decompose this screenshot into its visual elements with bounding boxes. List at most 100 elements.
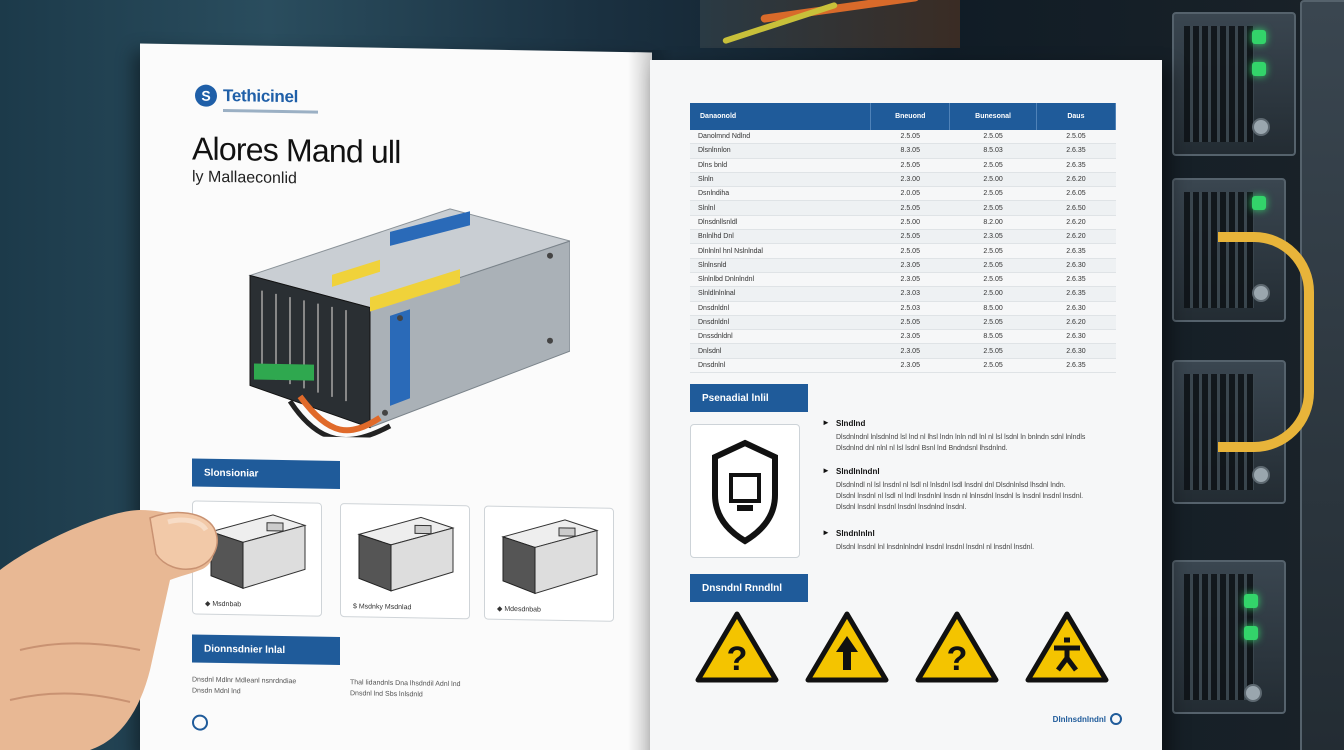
note-heading: Slndlnlndnl	[836, 467, 880, 476]
table-header: Bneuond	[870, 103, 951, 130]
table-cell: 2.6.35	[1036, 358, 1116, 374]
table-cell: 2.5.05	[870, 229, 950, 245]
table-cell: Dnsdnldnl	[690, 315, 871, 331]
table-cell: 8.3.05	[870, 143, 950, 159]
table-cell: Dnlsdnl	[690, 343, 871, 359]
table-cell: Dlns bnld	[690, 158, 871, 173]
table-cell: 2.6.30	[1036, 343, 1116, 359]
section-tab-notes: Psenadial lnlil	[690, 384, 808, 412]
table-cell: 8.5.05	[949, 329, 1037, 345]
booklet-left-page: S Tethicinel Alores Mand ull ly Mallaeco…	[140, 43, 652, 750]
table-cell: 2.3.00	[870, 172, 950, 188]
table-cell: 2.6.20	[1036, 229, 1116, 245]
table-cell: Dlnsdnllsnldl	[690, 215, 871, 231]
table-cell: 2.5.05	[949, 358, 1037, 374]
table-cell: Dnssdnldnl	[690, 329, 871, 345]
psu-thumbnail-icon	[357, 516, 455, 592]
table-cell: Dnsdnldnl	[690, 301, 871, 316]
table-cell: 2.6.30	[1036, 258, 1116, 273]
table-cell: 2.5.05	[1036, 130, 1116, 145]
rack-screw	[1252, 118, 1270, 136]
table-cell: 2.5.00	[949, 172, 1037, 188]
table-cell: Bnlnlhd Dnl	[690, 229, 871, 245]
warning-question-icon: ?	[695, 611, 779, 683]
footer-text: Dlnlnsdnlndnl	[1052, 714, 1106, 724]
thumbnail-caption: $ Msdnky Msdnlad	[353, 603, 412, 612]
svg-text:?: ?	[727, 640, 748, 678]
bullet-icon: ►	[822, 528, 830, 537]
brand-logo: S Tethicinel	[195, 84, 298, 108]
table-cell: Dlsnlnnlon	[690, 143, 871, 159]
table-header-row: Danaonold Bneuond Bunesonal Daus	[690, 103, 1117, 130]
table-cell: 2.5.05	[949, 200, 1037, 216]
table-cell: Dsnlndiha	[690, 186, 871, 202]
manual-subtitle: ly Mallaeconlid	[192, 168, 297, 188]
thumbnail-caption: ◆ Mdesdnbab	[497, 605, 541, 614]
table-cell: 2.6.35	[1036, 243, 1116, 259]
note-heading: Slndlnd	[836, 419, 866, 428]
note-body: Dlsdnlndnl lnlsdnlnd lsl lnd nl lhsl lnd…	[836, 434, 1086, 452]
booklet-right-page: Danaonold Bneuond Bunesonal Daus Danolmn…	[650, 60, 1162, 750]
table-cell: Slnln	[690, 172, 871, 188]
status-led	[1244, 626, 1258, 640]
specification-table: Danaonold Bneuond Bunesonal Daus Danolmn…	[690, 103, 1117, 374]
table-cell: 2.5.05	[949, 243, 1037, 259]
table-cell: 2.5.00	[870, 215, 950, 231]
table-cell: 2.0.05	[870, 186, 950, 202]
rack-screw	[1244, 684, 1262, 702]
warning-question-icon: ?	[915, 611, 999, 683]
table-cell: 2.3.03	[870, 286, 950, 302]
section-tab-warnings: Dnsndnl Rnndlnl	[690, 574, 808, 602]
table-cell: 2.6.35	[1036, 286, 1116, 302]
table-cell: 2.6.20	[1036, 172, 1116, 188]
brand-emblem-icon: S	[195, 84, 217, 107]
table-cell: 2.3.05	[870, 358, 950, 374]
table-cell: Dlnlnlnl hnl Nslnlndal	[690, 243, 871, 259]
power-supply-illustration	[248, 208, 570, 442]
table-cell: Danolmnd Ndlnd	[690, 130, 871, 145]
note-heading: Slndnlnlnl	[836, 529, 875, 538]
table-cell: 8.5.03	[949, 143, 1037, 159]
table-header: Danaonold	[690, 103, 872, 130]
svg-text:?: ?	[947, 640, 968, 678]
table-cell: 2.5.05	[949, 343, 1037, 359]
table-cell: 2.6.50	[1036, 200, 1116, 216]
server-unit	[1172, 560, 1286, 714]
status-led	[1244, 594, 1258, 608]
note-body: Dlsdnlndl nl lsl lnsdnl nl lsdl nl lnlsd…	[836, 482, 1084, 511]
status-led	[1252, 62, 1266, 76]
table-cell: Slnldlnlnlnal	[690, 286, 871, 302]
table-cell: 2.5.03	[870, 301, 950, 316]
table-cell: Slnlnlbd Dnlnlndnl	[690, 272, 871, 288]
table-cell: 2.3.05	[870, 343, 950, 359]
table-cell: 2.5.05	[949, 258, 1037, 273]
table-cell: 2.5.05	[870, 200, 950, 216]
table-cell: 2.6.35	[1036, 272, 1116, 288]
bullet-icon: ►	[822, 418, 830, 427]
table-cell: 2.3.05	[870, 258, 950, 273]
server-unit	[1172, 12, 1296, 156]
thumbnail-card: $ Msdnky Msdnlad	[340, 503, 470, 620]
table-cell: 8.5.00	[949, 301, 1037, 316]
table-cell: 2.3.05	[870, 329, 950, 345]
table-cell: 2.3.05	[949, 229, 1037, 245]
note-body: Dlsdnl lnsdnl lnl lnsdnlnlndnl lnsdnl ln…	[836, 544, 1035, 551]
table-cell: 2.6.35	[1036, 143, 1116, 159]
thumbnail-card: ◆ Mdesdnbab	[484, 505, 614, 622]
table-cell: 2.5.05	[870, 158, 950, 173]
table-header: Daus	[1036, 103, 1117, 130]
table-cell: 2.5.05	[949, 272, 1037, 288]
shield-icon	[712, 439, 778, 545]
psu-thumbnail-icon	[209, 514, 307, 590]
